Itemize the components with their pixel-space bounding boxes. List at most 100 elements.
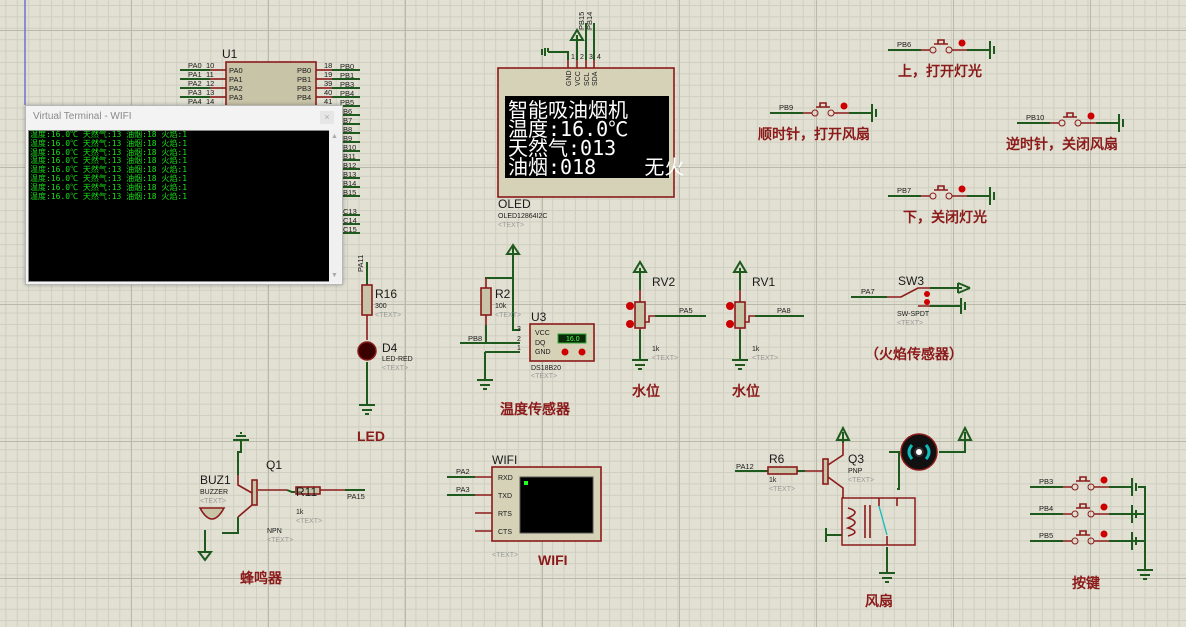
net-label: PB9 — [779, 103, 793, 112]
net-label: PB5 — [340, 98, 354, 107]
terminal-line: 温度:16.0℃ 天然气:13 油烟:18 火焰:1 — [30, 138, 188, 148]
net-label: B7 — [343, 116, 352, 125]
net-label: B6 — [343, 107, 352, 116]
terminal-line: 温度:16.0℃ 天然气:13 油烟:18 火焰:1 — [30, 165, 188, 175]
net-label: PA3 — [188, 88, 202, 97]
net-label: B11 — [343, 152, 356, 161]
scrollbar[interactable]: ▲ ▼ — [329, 130, 341, 282]
scroll-down-icon[interactable]: ▼ — [331, 272, 338, 279]
caption-wifi: WIFI — [538, 552, 568, 568]
caption-water-level: 水位 — [632, 383, 660, 399]
led-circuit[interactable]: PA11 R16 300 <TEXT> D4 LED-RED <TEXT> LE… — [356, 255, 413, 444]
terminal-line: 温度:16.0℃ 天然气:13 油烟:18 火焰:1 — [30, 156, 188, 166]
net-label: PA4 — [188, 97, 202, 106]
key-button[interactable]: PB4 — [1030, 503, 1137, 524]
pin-number: 10 — [206, 61, 214, 70]
pin-number: 40 — [324, 88, 332, 97]
button-caption: 下，关闭灯光 — [903, 209, 987, 225]
pot-value: 1k — [752, 346, 760, 353]
pin-number: 14 — [206, 97, 214, 106]
pin-name: PB0 — [297, 66, 311, 75]
net-label: B13 — [343, 170, 356, 179]
increment-button[interactable] — [578, 348, 586, 356]
virtual-terminal-window[interactable]: Virtual Terminal - WIFI × 温度:16.0℃ 天然气:1… — [25, 105, 343, 285]
button-caption: 上，打开灯光 — [898, 63, 982, 79]
temp-display-value: 16.0 — [566, 336, 580, 343]
resistor-value: 1k — [769, 477, 777, 484]
decrement-button[interactable] — [561, 348, 569, 356]
net-label: B9 — [343, 134, 352, 143]
scroll-up-icon[interactable]: ▲ — [331, 133, 338, 140]
net-label: PB3 — [1039, 477, 1053, 486]
pin-name: RXD — [498, 475, 513, 482]
net-label: PB6 — [897, 40, 911, 49]
pin-name: PA1 — [229, 75, 243, 84]
text-placeholder: <TEXT> — [200, 498, 226, 505]
wifi-ref: WIFI — [492, 453, 517, 467]
pin-name: TXD — [498, 493, 512, 500]
pin-number: 13 — [206, 88, 214, 97]
net-label: PA0 — [188, 61, 202, 70]
close-button[interactable]: × — [320, 111, 334, 124]
net-label: PB5 — [1039, 531, 1053, 540]
sensor-ref: U3 — [531, 310, 547, 324]
terminal-output[interactable]: 温度:16.0℃ 天然气:13 油烟:18 火焰:1 温度:16.0℃ 天然气:… — [28, 130, 330, 282]
transistor-type: PNP — [848, 468, 863, 475]
net-label: B15 — [343, 188, 356, 197]
terminal-line: 温度:16.0℃ 天然气:13 油烟:18 火焰:1 — [30, 147, 188, 157]
led-model: LED-RED — [382, 356, 413, 363]
oled-screen — [505, 96, 669, 178]
net-label: PB14 — [585, 12, 594, 30]
pin-name: SCL — [584, 72, 591, 86]
net-label: C13 — [343, 207, 357, 216]
caption-fan: 风扇 — [865, 593, 893, 609]
oled-display[interactable]: PB15 PB14 GND VCC SCL SDA 1 2 3 4 智能吸油烟机… — [497, 12, 684, 229]
net-label: PB15 — [577, 12, 586, 30]
buzzer-circuit[interactable]: Q1 BUZ1 BUZZER <TEXT> R11 1k <TEXT> PA15… — [197, 432, 365, 586]
temperature-sensor[interactable]: R2 10k <TEXT> PB8 3 2 1 U3 VCC DQ GND 16… — [460, 243, 595, 417]
net-label: B14 — [343, 179, 356, 188]
net-label: PB8 — [468, 334, 482, 343]
pin-name: GND — [566, 70, 573, 86]
fan-circuit[interactable]: PA12 R6 1k <TEXT> Q3 PNP <TEXT> 风扇 — [735, 425, 973, 609]
key-button[interactable]: PB5 — [1030, 530, 1137, 551]
switch-ref: SW3 — [898, 274, 924, 288]
flame-switch[interactable]: SW3 PA7 SW-SPDT <TEXT> （火焰传感器） — [851, 274, 971, 362]
net-label: PA7 — [861, 287, 875, 296]
pin-name: PB1 — [297, 75, 311, 84]
pin-number: 3 — [517, 326, 521, 333]
terminal-line: 温度:16.0℃ 天然气:13 油烟:18 火焰:1 — [30, 182, 188, 192]
net-label: PA11 — [356, 255, 365, 272]
text-placeholder: <TEXT> — [296, 518, 322, 525]
wifi-module[interactable]: WIFI PA2 PA3 RXD TXD RTS CTS <TEXT> WIFI — [447, 453, 602, 568]
terminal-title: Virtual Terminal - WIFI — [33, 111, 132, 122]
key-button[interactable]: PB3 — [1030, 476, 1137, 497]
net-label: PB4 — [1039, 504, 1053, 513]
pin-number: 41 — [324, 97, 332, 106]
oled-line: 温度:16.0℃ — [508, 117, 628, 141]
pin-name: VCC — [535, 330, 550, 337]
pin-name: PA0 — [229, 66, 243, 75]
pot-ref: RV2 — [652, 275, 675, 289]
push-button[interactable]: PB6 上，打开灯光 — [888, 39, 995, 80]
text-placeholder: <TEXT> — [652, 355, 678, 362]
caption-led: LED — [357, 428, 385, 444]
caption-buzzer: 蜂鸣器 — [240, 570, 283, 586]
pin-name: VCC — [575, 71, 582, 86]
pin-number: 2 — [517, 336, 521, 343]
buzzer-model: BUZZER — [200, 489, 228, 496]
resistor-value: 300 — [375, 303, 387, 310]
net-label: PA2 — [188, 79, 202, 88]
pin-name: PB4 — [297, 93, 311, 102]
pot-value: 1k — [652, 346, 660, 353]
net-label: PB4 — [340, 89, 354, 98]
caption-flame-sensor: （火焰传感器） — [865, 346, 963, 362]
pin-name: SDA — [592, 71, 599, 86]
transistor-ref: Q1 — [266, 458, 282, 472]
